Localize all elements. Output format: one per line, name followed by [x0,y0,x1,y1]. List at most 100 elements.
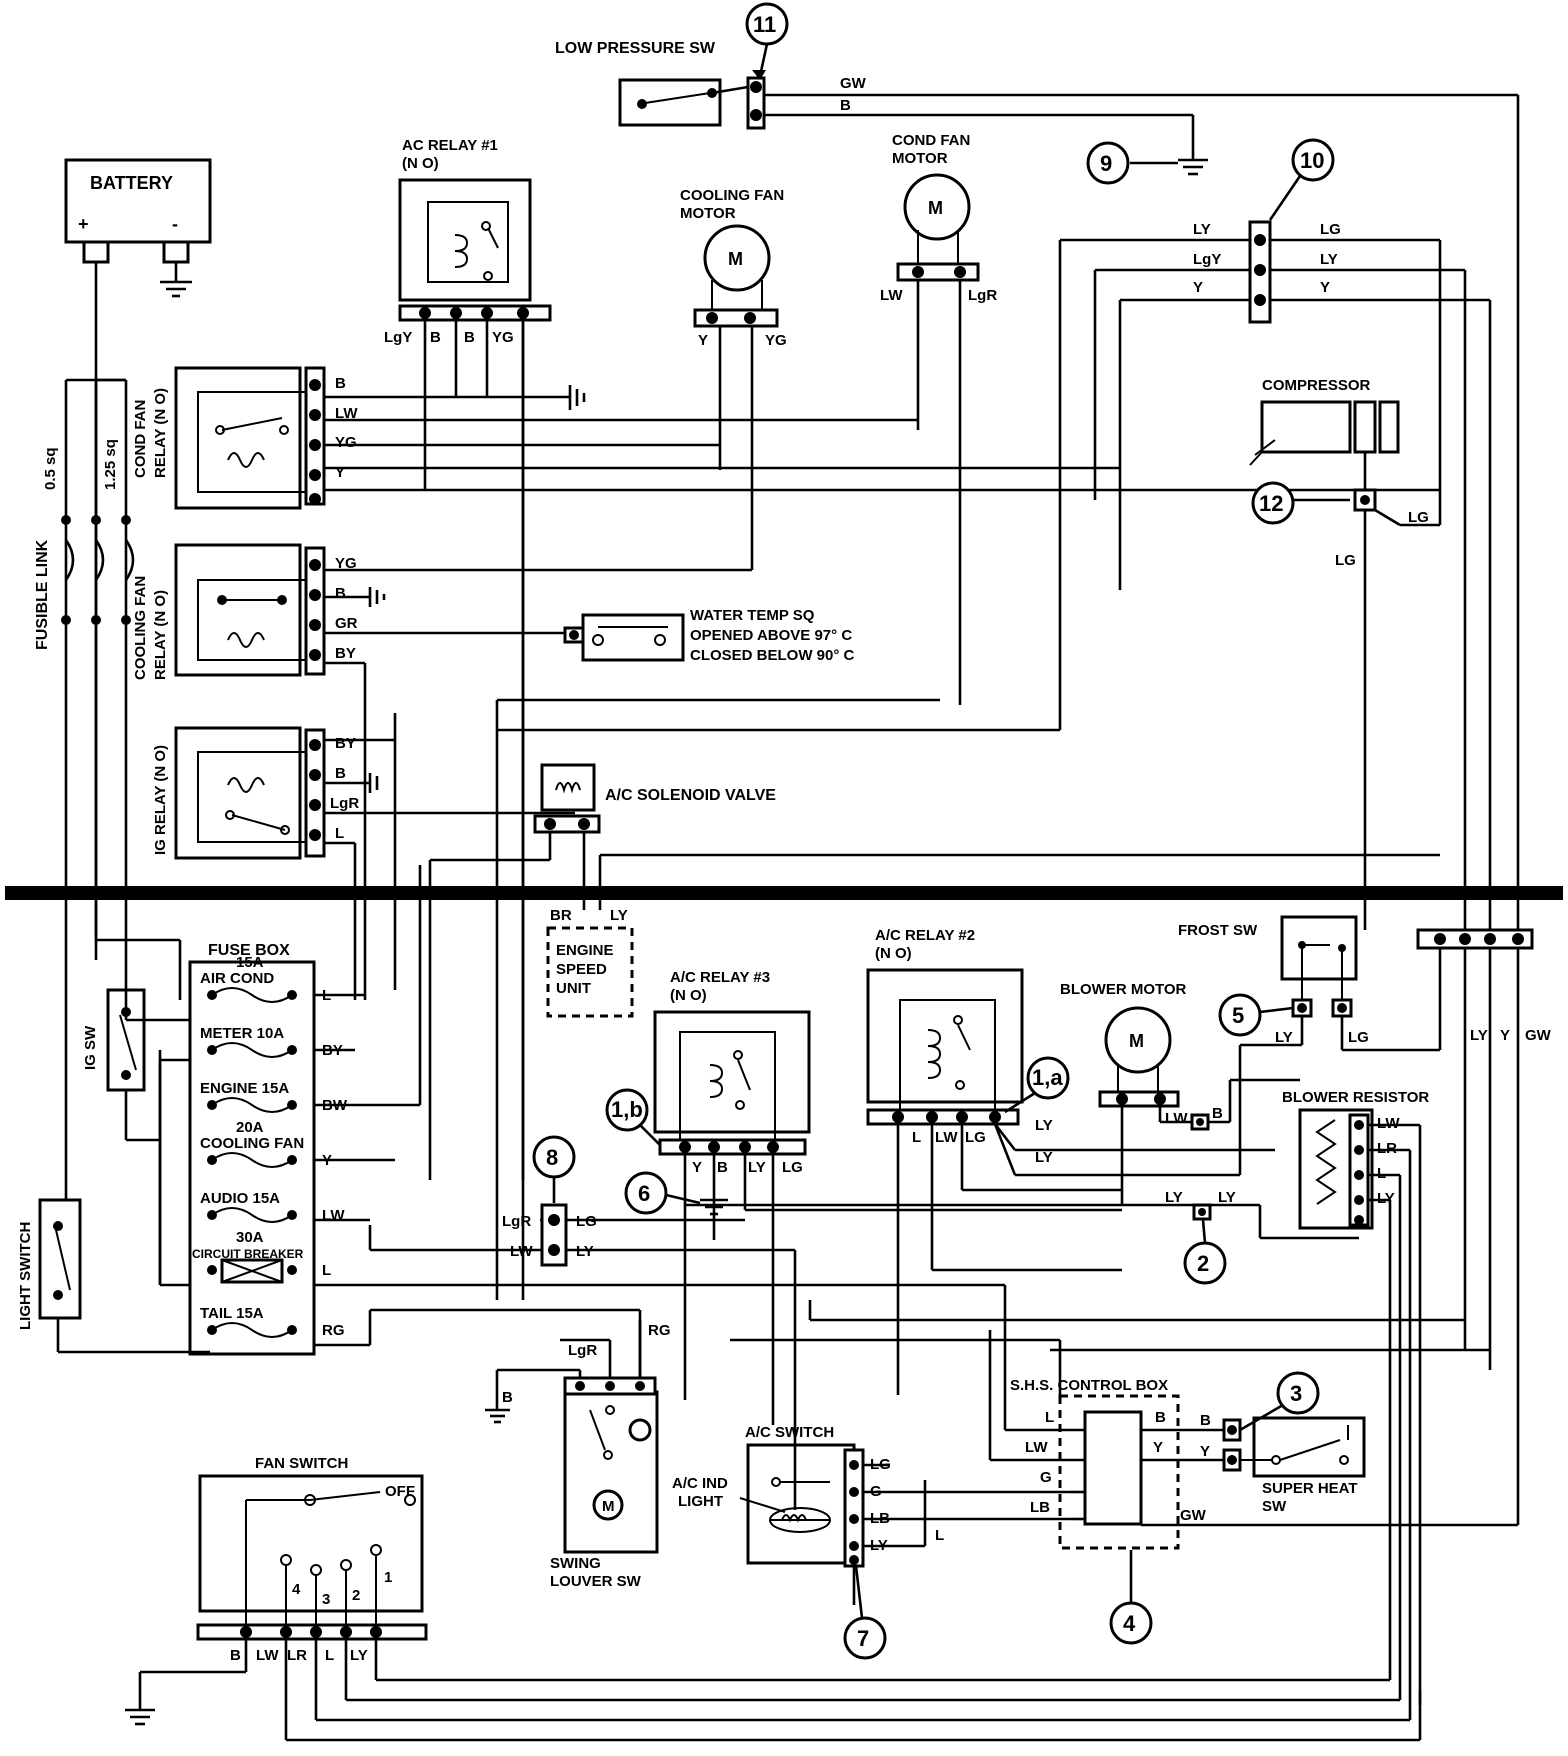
ac-relay-2: A/C RELAY #2 (N O) L LW LG LY LY [866,927,1275,1395]
callout-label: 2 [1197,1251,1209,1276]
ac-solenoid-valve: A/C SOLENOID VALVE [533,763,776,910]
fuse-symbol [211,1207,293,1223]
ac-relay-2-no: (N O) [875,945,912,962]
callout-label: 5 [1232,1003,1244,1028]
ig-sw-label: IG SW [82,1025,99,1070]
wire-label-b: B [230,1647,241,1664]
fan-position-3: 3 [322,1591,330,1608]
light-switch-label: LIGHT SWITCH [17,1222,34,1330]
wire-label-gw: GW [1525,1027,1552,1044]
motor-symbol: M [1129,1031,1144,1051]
ac-relay-3-no: (N O) [670,987,707,1004]
fusible-0-5-label: 0.5 sq [42,447,59,490]
swing-louver-switch: LgR RG M SWING LOUVER SW B [485,1320,671,1590]
blower-resistor-label: BLOWER RESISTOR [1282,1089,1429,1106]
super-heat-label: SUPER HEAT [1262,1480,1358,1497]
harness-divider [5,886,1563,900]
callout-label: 4 [1123,1611,1136,1636]
wire-label-b: B [335,585,346,602]
cond-fan-motor-label: COND FAN [892,132,970,149]
wire-label-lr: LR [287,1647,307,1664]
fan-switch-label: FAN SWITCH [255,1455,348,1472]
wire-label-lg: LG [782,1159,803,1176]
shs-control-box: S.H.S. CONTROL BOX L LW G LB B Y GW [730,1285,1518,1550]
engine-speed-unit: BR LY ENGINE SPEED UNIT [546,907,634,1018]
wire-label-ly: LY [1193,221,1211,238]
fuse-name: AUDIO 15A [200,1190,280,1207]
wire-label-y: Y [692,1159,702,1176]
motor-symbol: M [602,1498,615,1515]
swing-louver-label: SWING [550,1555,601,1572]
wire-label-ly: LY [1470,1027,1488,1044]
fuse-name: METER 10A [200,1025,284,1042]
wire-label-y: Y [1193,279,1203,296]
wire-label-lw: LW [1025,1439,1048,1456]
super-heat-label-2: SW [1262,1498,1287,1515]
connector-8: LgR LG LW LY [368,1203,797,1510]
wire-label-lg: LG [1335,552,1356,569]
wire-label-l: L [1045,1409,1054,1426]
wire-label-ly: LY [1275,1029,1293,1046]
battery-label: BATTERY [90,173,173,193]
fuse-wire-label: LW [322,1207,345,1224]
wire-label-lg: LG [576,1213,597,1230]
frost-sw-label: FROST SW [1178,922,1258,939]
wire-label-lb: LB [1030,1499,1050,1516]
wire-label-ly: LY [748,1159,766,1176]
blower-motor-label: BLOWER MOTOR [1060,981,1187,998]
callout-6: 6 [624,1171,701,1215]
wire-label-b: B [1200,1412,1211,1429]
fusible-link-label: FUSIBLE LINK [34,539,51,650]
wire-label-lr: LR [1377,1140,1397,1157]
fan-position-1: 1 [384,1569,392,1586]
cond-fan-motor: COND FAN MOTOR M LW LgR [880,132,997,705]
wire-label-y: Y [1320,279,1330,296]
callout-7: 7 [843,1565,887,1660]
wire-label-lw: LW [335,405,358,422]
wire-label-lw: LW [880,287,903,304]
wire-label-b: B [430,329,441,346]
wire-label-lgy: LgY [384,329,412,346]
wire-label-b: B [502,1389,513,1406]
fuse-name: ENGINE 15A [200,1080,289,1097]
fuse-name: CIRCUIT BREAKER [192,1247,304,1261]
fan-switch[interactable]: FAN SWITCH OFF 4 3 2 1 B LW LR L LY [125,1455,1422,1742]
water-temp-switch: WATER TEMP SQ OPENED ABOVE 97° C CLOSED … [563,607,855,664]
ac-relay-2-label: A/C RELAY #2 [875,927,975,944]
fuse-rating: 20A [236,1119,264,1136]
wire-label-b: B [335,765,346,782]
wire-label-y: Y [1200,1443,1210,1460]
engine-speed-label-3: UNIT [556,980,591,997]
wire-label-y: Y [1500,1027,1510,1044]
cooling-fan-motor: COOLING FAN MOTOR M Y YG [680,187,787,570]
low-pressure-sw-label: LOW PRESSURE SW [555,40,716,57]
ground-symbol [1130,155,1208,176]
fuse-symbol [211,1042,293,1058]
cond-fan-motor-label-2: MOTOR [892,150,948,167]
connector-10: LY LgY Y LG LY Y [1058,220,1492,930]
wire-label-yg: YG [765,332,787,349]
wire-label-ly: LY [576,1243,594,1260]
wire-label-lw: LW [256,1647,279,1664]
compressor: COMPRESSOR LG LG [1249,377,1440,930]
water-temp-label-3: CLOSED BELOW 90° C [690,647,855,664]
callout-label: 3 [1290,1381,1302,1406]
ac-switch[interactable]: A/C SWITCH LG G LB LY L A/C IND LIGHT [672,1424,1070,1605]
fuse-name: TAIL 15A [200,1305,264,1322]
wire-label-gw: GW [1180,1507,1207,1524]
wire-label-yg: YG [335,555,357,572]
callout-9: 9 [1086,141,1130,185]
wire-label-b: B [1155,1409,1166,1426]
wire-label-yg: YG [335,434,357,451]
wire-label-br: BR [550,907,572,924]
wire-label-l: L [335,825,344,842]
cooling-fan-motor-label: COOLING FAN [680,187,784,204]
engine-speed-label: ENGINE [556,942,614,959]
cond-fan-relay-label: COND FAN [132,400,149,478]
callout-label: 8 [546,1145,558,1170]
water-temp-label: WATER TEMP SQ [690,607,815,624]
ac-relay-1-label: AC RELAY #1 [402,137,498,154]
